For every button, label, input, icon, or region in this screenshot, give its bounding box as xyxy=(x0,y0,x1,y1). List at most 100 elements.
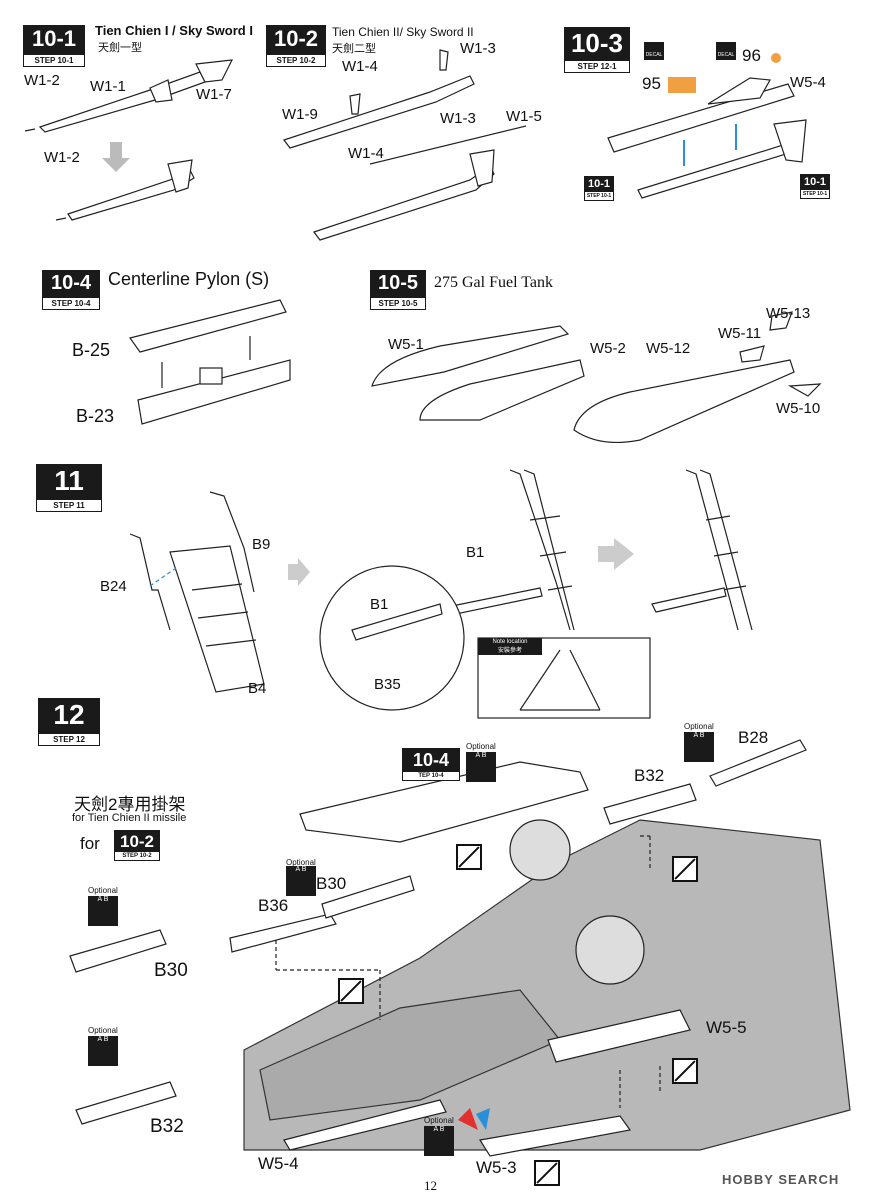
ref-step: STEP 10-2 xyxy=(114,851,160,861)
page-number: 12 xyxy=(424,1178,437,1193)
step-ref: STEP 12-1 xyxy=(564,60,630,73)
label-b4: B4 xyxy=(248,680,267,697)
fuel-tank-exploded xyxy=(371,325,585,421)
ref-number: 10-2 xyxy=(114,830,160,851)
optional-caption: Optional xyxy=(286,858,316,867)
step-10-1-subtitle: 天劍一型 xyxy=(98,42,142,54)
step-10-5-title: 275 Gal Fuel Tank xyxy=(434,274,554,291)
part-b32-top xyxy=(603,783,697,825)
down-arrow-icon xyxy=(102,142,130,172)
step-ref: STEP 10-5 xyxy=(370,297,426,310)
label-w1-7: W1-7 xyxy=(196,86,232,103)
step-10-1-title: Tien Chien I / Sky Sword I xyxy=(95,23,253,38)
missile-tc1-exploded xyxy=(24,59,234,133)
step-number: 10-4 xyxy=(42,270,100,297)
ladder-assembled xyxy=(651,469,753,631)
opt-a: A xyxy=(295,866,300,873)
note-location-text: Note location xyxy=(492,639,528,645)
optional-caption: Optional xyxy=(88,1026,118,1035)
part-w5-4 xyxy=(283,1099,447,1151)
detail-magnifier xyxy=(319,565,465,711)
part-b36 xyxy=(229,913,337,953)
step-10-4-title: Centerline Pylon (S) xyxy=(108,269,270,289)
label-w5-4: W5-4 xyxy=(790,74,826,91)
step-10-1-badge: 10-1 STEP 10-1 xyxy=(23,25,85,67)
ref-step: TEP 10-4 xyxy=(402,771,460,781)
label-w1-3-lower: W1-3 xyxy=(440,110,476,127)
label-w1-3: W1-3 xyxy=(460,40,496,57)
right-arrow-icon xyxy=(288,558,310,586)
no-glue-icon xyxy=(672,856,698,882)
decal-icon: DECAL xyxy=(644,42,664,60)
label-b9: B9 xyxy=(252,536,271,553)
label-w1-2-lower: W1-2 xyxy=(44,149,80,166)
label-w1-4-lower: W1-4 xyxy=(348,145,384,162)
opt-a: A xyxy=(433,1126,438,1133)
step-ref: STEP 10-2 xyxy=(266,54,326,67)
step-10-4-badge: 10-4 STEP 10-4 xyxy=(42,270,100,310)
label-w1-2: W1-2 xyxy=(24,72,60,89)
label-w5-10: W5-10 xyxy=(776,400,821,417)
label-b32-side: B32 xyxy=(150,1116,184,1137)
step-10-2-badge: 10-2 STEP 10-2 xyxy=(266,25,326,67)
part-w5-5 xyxy=(547,1009,691,1063)
label-w5-12: W5-12 xyxy=(646,340,691,357)
step-number: 12 xyxy=(38,698,100,733)
opt-b: B xyxy=(699,732,705,739)
step-10-3-badge: 10-3 STEP 12-1 xyxy=(564,27,630,73)
pylon-and-missile-10-3 xyxy=(607,77,807,199)
opt-b: B xyxy=(439,1126,445,1133)
ref-10-2-badge: 10-2 STEP 10-2 xyxy=(114,830,160,861)
ref-10-1-badge: 10-1 STEP 10-1 xyxy=(584,176,614,201)
optional-ab-icon: A B xyxy=(88,896,118,926)
pylon-10-4-installed xyxy=(299,761,589,843)
label-b1-detail: B1 xyxy=(370,596,389,613)
optional-caption: Optional xyxy=(424,1116,454,1125)
label-b24: B24 xyxy=(100,578,127,595)
opt-b: B xyxy=(301,866,307,873)
optional-caption: Optional xyxy=(88,886,118,895)
step-10-5-badge: 10-5 STEP 10-5 xyxy=(370,270,426,310)
opt-a: A xyxy=(97,896,102,903)
for-label: for xyxy=(80,834,100,853)
missile-tc2-assembled xyxy=(313,125,527,241)
label-b36: B36 xyxy=(258,896,289,915)
optional-ab-icon: A B xyxy=(286,866,316,896)
ref-number: 10-1 xyxy=(584,176,614,191)
label-w1-1: W1-1 xyxy=(90,78,126,95)
ref-number: 10-1 xyxy=(800,174,830,189)
opt-b: B xyxy=(481,752,487,759)
decal-96-swatch xyxy=(771,53,781,63)
fuel-tank-assembled xyxy=(573,311,822,444)
optional-caption: Optional xyxy=(466,742,496,751)
decal-95-swatch xyxy=(668,77,696,93)
part-b30-top xyxy=(321,875,415,919)
no-glue-icon xyxy=(672,1058,698,1084)
label-w1-4: W1-4 xyxy=(342,58,378,75)
opt-b: B xyxy=(103,896,109,903)
no-glue-icon xyxy=(534,1160,560,1186)
step-number: 11 xyxy=(36,464,102,499)
label-w5-11: W5-11 xyxy=(718,325,762,342)
decal-icon-label: DECAL xyxy=(717,52,735,58)
optional-ab-icon: A B xyxy=(466,752,496,782)
label-b1: B1 xyxy=(466,544,485,561)
label-w5-2: W5-2 xyxy=(590,340,626,357)
missile-tc2-exploded xyxy=(283,49,475,149)
step-11-badge: 11 STEP 11 xyxy=(36,464,102,512)
label-b32: B32 xyxy=(634,766,665,785)
optional-ab-icon: A B xyxy=(424,1126,454,1156)
step-number: 10-5 xyxy=(370,270,426,297)
step-ref: STEP 10-4 xyxy=(42,297,100,310)
decal-icon-label: DECAL xyxy=(645,52,663,58)
label-w5-1: W5-1 xyxy=(388,336,424,353)
ref-10-1-badge-2: 10-1 STEP 10-1 xyxy=(800,174,830,199)
label-b35: B35 xyxy=(374,676,401,693)
note-location-tag: Note location 安裝參考 xyxy=(478,638,542,655)
part-b32-side xyxy=(75,1081,177,1125)
ref-step: STEP 10-1 xyxy=(800,189,830,199)
label-w1-9: W1-9 xyxy=(282,106,318,123)
opt-a: A xyxy=(475,752,480,759)
opt-b: B xyxy=(103,1036,109,1043)
